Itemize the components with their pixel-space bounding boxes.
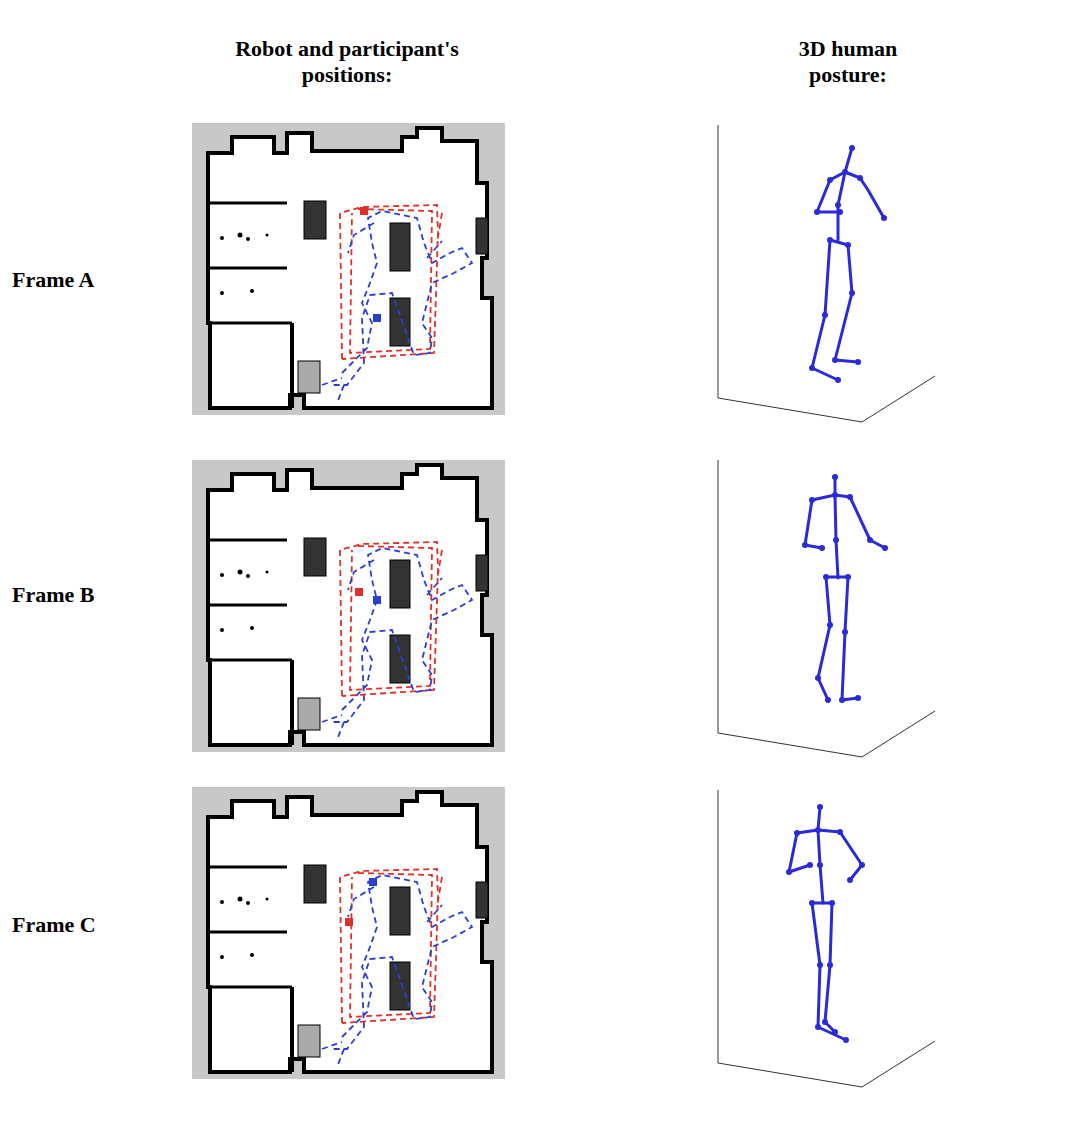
column-heading: Robot and participant's positions: xyxy=(212,36,482,88)
column-heading: 3D human posture: xyxy=(768,36,928,88)
row-label: Frame B xyxy=(12,582,152,608)
skeleton xyxy=(812,148,884,380)
posture-axes xyxy=(718,125,935,1087)
row-label: Frame A xyxy=(12,267,152,293)
row-label: Frame C xyxy=(12,912,152,938)
skeleton xyxy=(789,807,862,1040)
skeleton xyxy=(805,477,885,700)
